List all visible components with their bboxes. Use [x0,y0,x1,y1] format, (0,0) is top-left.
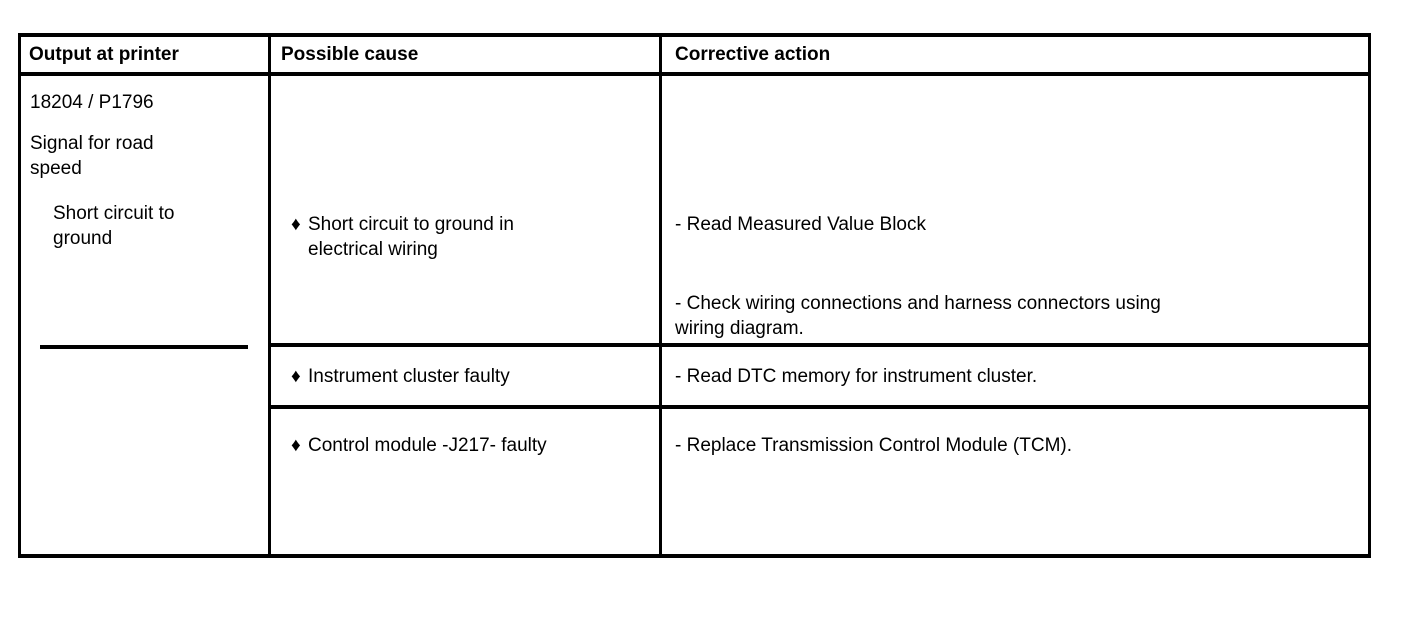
possible-cause-cell: ♦ Short circuit to ground in electrical … [271,76,662,347]
cause-text: Short circuit to ground in electrical wi… [308,214,514,260]
action-text: - Read Measured Value Block [675,214,926,235]
corrective-action-cell: - Replace Transmission Control Module (T… [662,409,1368,554]
possible-cause-cell: ♦ Control module -J217- faulty [271,409,662,554]
diagnostic-trouble-code-table: Output at printer Possible cause Correct… [18,33,1371,558]
action-text: - Check wiring connections and harness c… [675,293,1161,339]
diamond-bullet-icon: ♦ [291,435,301,456]
fault-signal-description: Signal for road speed [30,133,154,179]
possible-cause-cell: ♦ Instrument cluster faulty [271,347,662,409]
corrective-action-cell: - Read Measured Value Block - Check wiri… [662,76,1368,347]
fault-separator-line [40,345,248,349]
diamond-bullet-icon: ♦ [291,365,301,387]
fault-condition: Short circuit to ground [53,203,175,249]
fault-description-cell: 18204 / P1796 Signal for road speed Shor… [21,76,271,554]
diamond-bullet-icon: ♦ [291,214,301,235]
fault-code: 18204 / P1796 [30,92,154,113]
cause-text: Instrument cluster faulty [308,365,510,387]
column-header-output-at-printer: Output at printer [21,37,271,76]
column-header-corrective-action: Corrective action [662,37,1368,76]
column-header-possible-cause: Possible cause [271,37,662,76]
corrective-action-cell: - Read DTC memory for instrument cluster… [662,347,1368,409]
action-text: - Replace Transmission Control Module (T… [675,435,1073,456]
action-text: - Read DTC memory for instrument cluster… [675,365,1038,387]
cause-text: Control module -J217- faulty [308,435,547,456]
